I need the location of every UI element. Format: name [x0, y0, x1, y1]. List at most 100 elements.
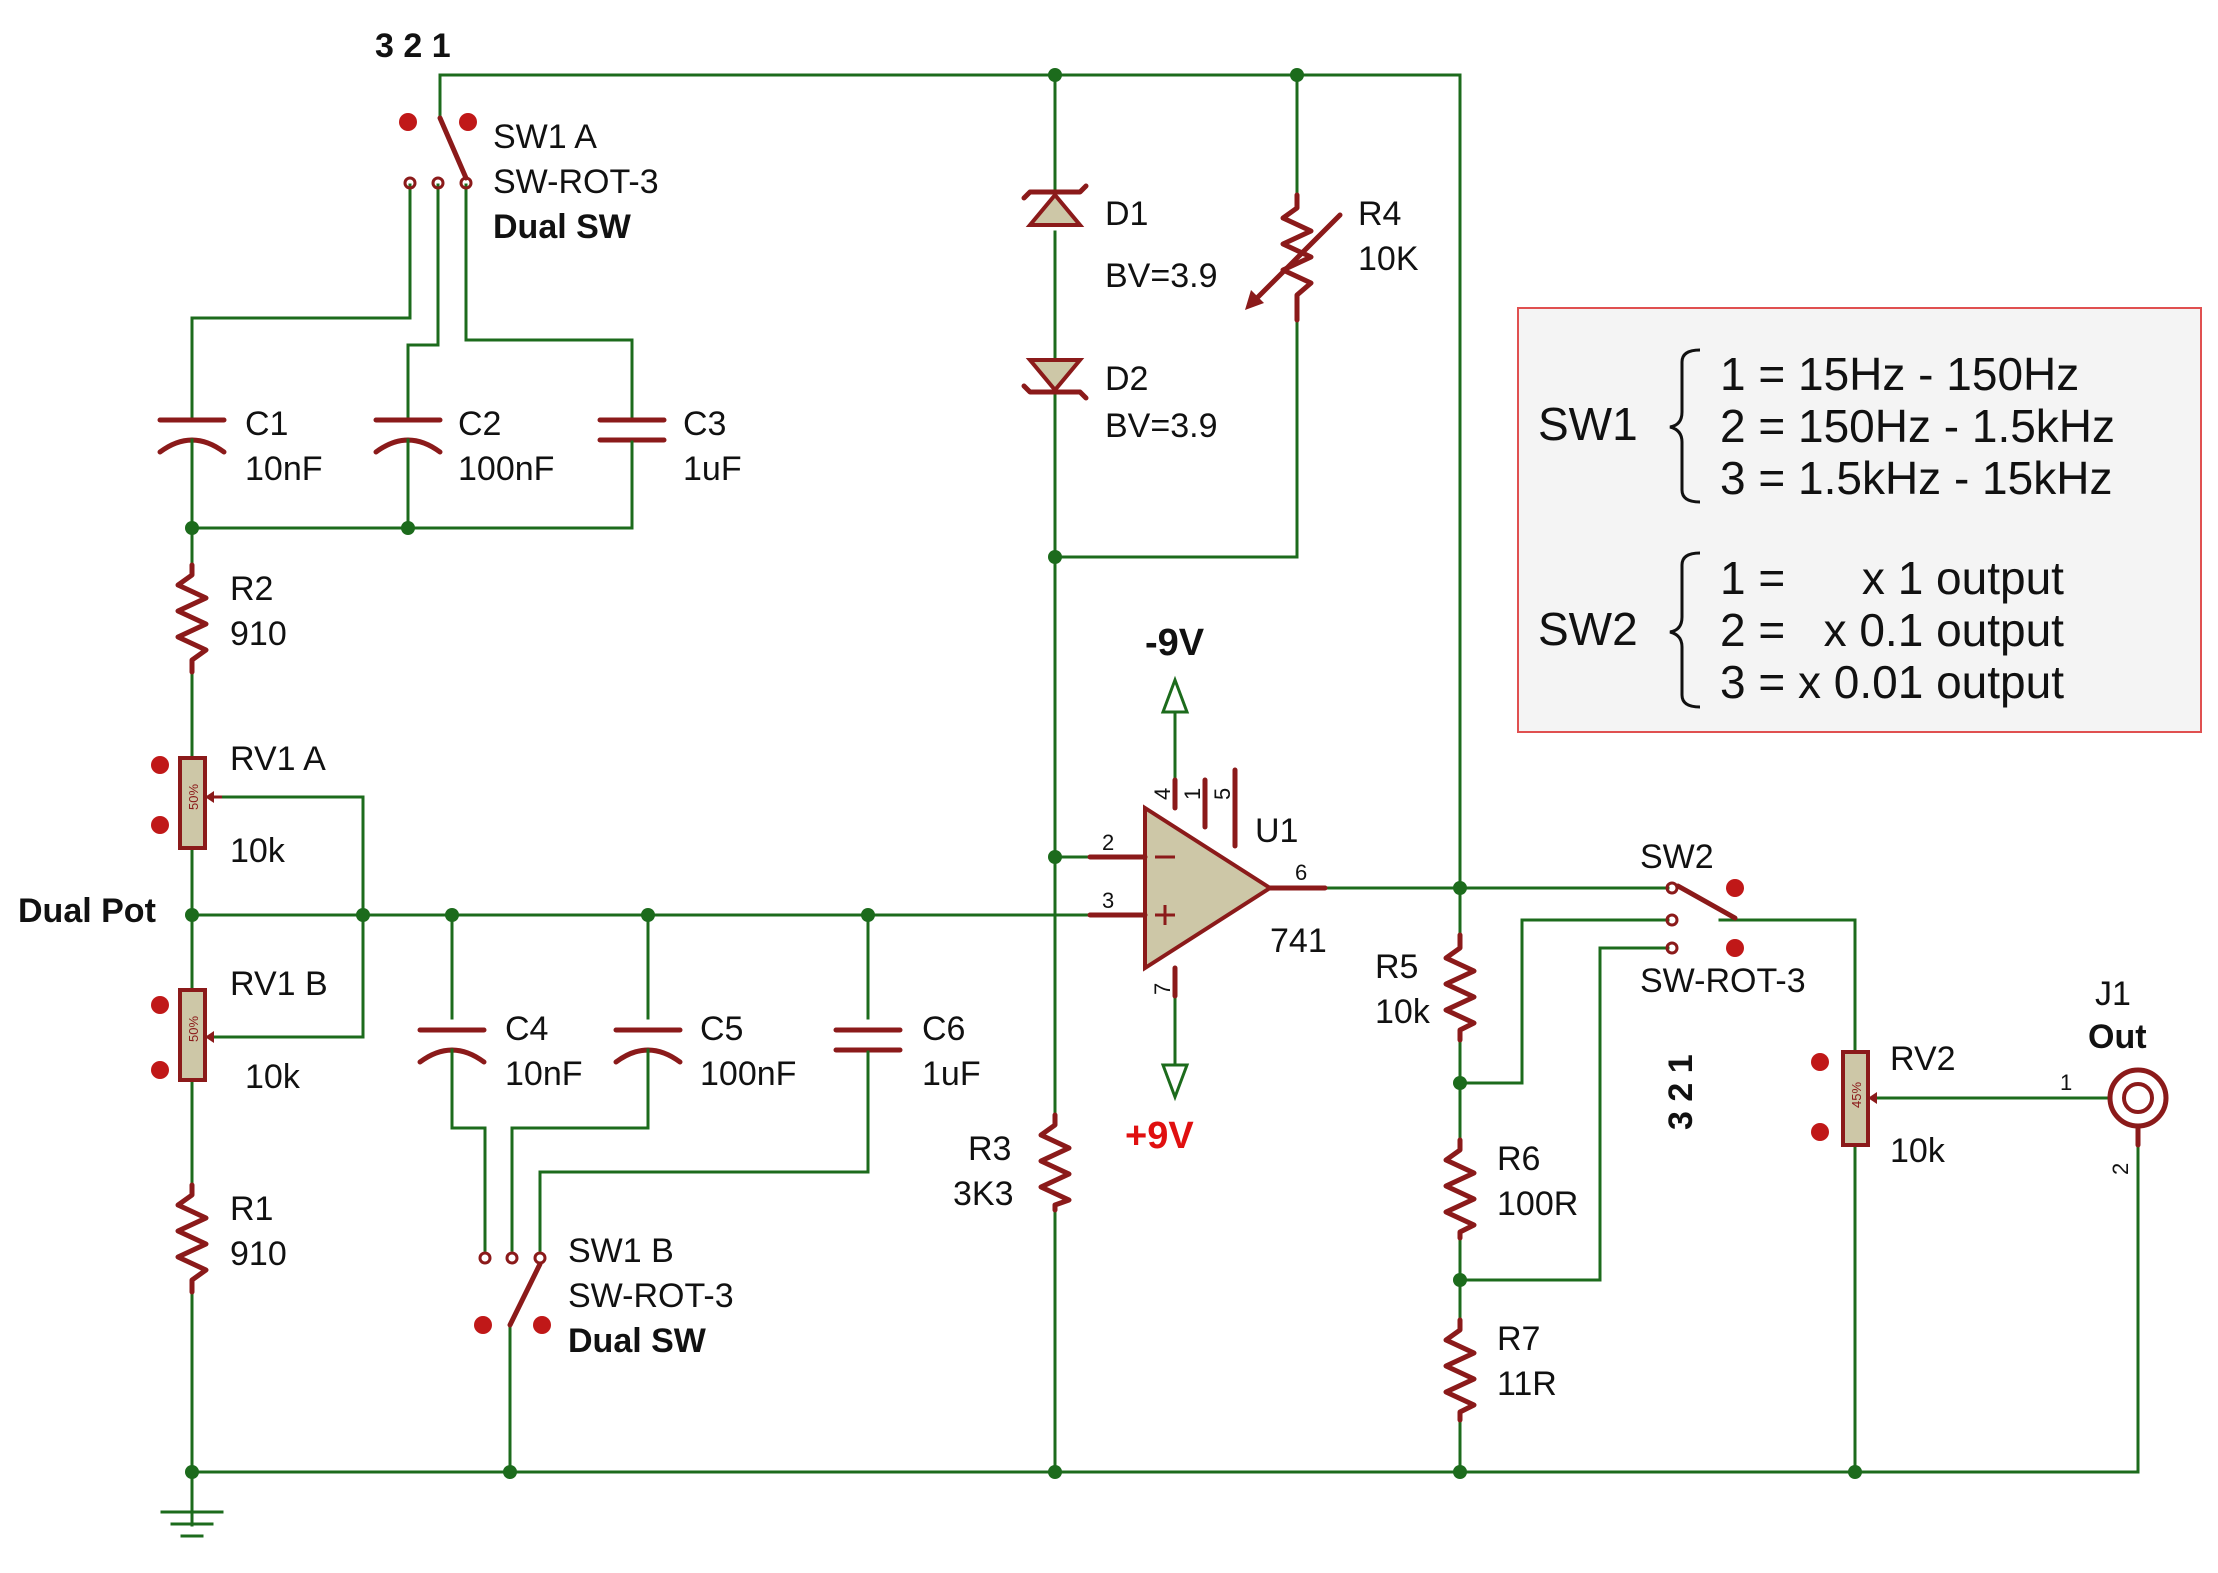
junction — [1848, 1465, 1862, 1479]
junction — [1453, 881, 1467, 895]
r1-resistor — [175, 1182, 209, 1295]
rv1b-pin-marker — [151, 996, 169, 1014]
c5-value: 100nF — [700, 1055, 796, 1093]
u1-pin5: 5 — [1210, 788, 1235, 800]
c2-capacitor — [373, 398, 443, 455]
rv1b-potentiometer[interactable]: 50% — [151, 988, 214, 1082]
sw1a-switch[interactable] — [399, 113, 477, 190]
sw2-position-labels: 3 2 1 — [1662, 1054, 1700, 1130]
r3-value: 3K3 — [953, 1175, 1014, 1213]
junction — [1048, 1465, 1062, 1479]
rv1b-setting: 50% — [186, 1016, 201, 1042]
wire-sw2-p2 — [1458, 918, 1670, 1085]
r3-ref: R3 — [968, 1130, 1011, 1168]
dual-pot-label: Dual Pot — [18, 892, 156, 930]
c5-ref: C5 — [700, 1010, 743, 1048]
wire-sw2-common — [1718, 918, 1857, 1054]
wire-r4-bottom — [1053, 318, 1299, 559]
c1-value: 10nF — [245, 450, 323, 488]
junction — [185, 1465, 199, 1479]
rv1a-value: 10k — [230, 832, 286, 870]
vneg-supply-arrow — [1160, 675, 1190, 714]
u1-pin4: 4 — [1150, 788, 1175, 800]
junction — [185, 521, 199, 535]
rv2-value: 10k — [1890, 1132, 1946, 1170]
d1-value: BV=3.9 — [1105, 257, 1217, 295]
rv2-pin-marker — [1811, 1123, 1829, 1141]
legend-sw1-line: 1 = 15Hz - 150Hz — [1720, 348, 2079, 400]
c3-ref: C3 — [683, 405, 726, 443]
r6-ref: R6 — [1497, 1140, 1540, 1178]
legend-sw2-label: SW2 — [1538, 603, 1638, 655]
sw2-switch[interactable] — [1665, 879, 1744, 957]
r3-resistor — [1038, 1112, 1072, 1213]
sw2-type: SW-ROT-3 — [1640, 962, 1806, 1000]
rv1b-value: 10k — [245, 1058, 301, 1096]
r5-resistor — [1443, 932, 1477, 1043]
wire-sw2-p3 — [1458, 946, 1670, 1282]
rv1b-pin-marker — [151, 1061, 169, 1079]
u1-pin1: 1 — [1180, 788, 1205, 800]
wire-ground-rail — [190, 1143, 2140, 1474]
r1-value: 910 — [230, 1235, 287, 1273]
r6-resistor — [1443, 1137, 1477, 1241]
rv1a-potentiometer[interactable]: 50% — [151, 756, 222, 850]
c1-capacitor — [157, 398, 227, 455]
wire-top-rail — [438, 73, 1462, 887]
r6-value: 100R — [1497, 1185, 1578, 1223]
c6-ref: C6 — [922, 1010, 965, 1048]
u1-opamp — [1087, 767, 1328, 999]
sw1b-switch[interactable] — [474, 1251, 551, 1334]
sw1a-ref: SW1 A — [493, 118, 597, 156]
sw2-pin-marker — [1726, 879, 1744, 897]
d2-zener-diode — [1021, 358, 1089, 401]
junction — [1290, 68, 1304, 82]
junction — [1048, 68, 1062, 82]
supply-pos-label: +9V — [1125, 1115, 1194, 1157]
c4-value: 10nF — [505, 1055, 583, 1093]
junction — [185, 908, 199, 922]
j1-pin2: 2 — [2108, 1163, 2133, 1175]
junctions — [185, 68, 1862, 1479]
legend-sw1-label: SW1 — [1538, 398, 1638, 450]
wire-sw1a-p2 — [406, 183, 440, 402]
rv1a-ref: RV1 A — [230, 740, 326, 778]
rv1b-ref: RV1 B — [230, 965, 328, 1003]
sw1a-pin-marker — [459, 113, 477, 131]
r7-value: 11R — [1497, 1365, 1557, 1403]
r2-value: 910 — [230, 615, 287, 653]
sw2-pin-marker — [1726, 939, 1744, 957]
u1-pin2: 2 — [1102, 830, 1114, 855]
rv2-potentiometer[interactable]: 45% — [1811, 1050, 1877, 1147]
j1-ref: J1 — [2095, 975, 2131, 1013]
r2-ref: R2 — [230, 570, 273, 608]
sw1a-pin-marker — [399, 113, 417, 131]
sw1a-note: Dual SW — [493, 208, 632, 246]
r5-ref: R5 — [1375, 948, 1418, 986]
r1-ref: R1 — [230, 1190, 273, 1228]
legend-sw1-line: 3 = 1.5kHz - 15kHz — [1720, 452, 2112, 504]
r4-ref: R4 — [1358, 195, 1401, 233]
r5-value: 10k — [1375, 993, 1431, 1031]
legend-sw2-line: 2 = x 0.1 output — [1720, 604, 2064, 656]
c3-capacitor — [597, 398, 667, 454]
rv2-ref: RV2 — [1890, 1040, 1956, 1078]
sw1b-ref: SW1 B — [568, 1232, 674, 1270]
c6-capacitor — [833, 1027, 903, 1070]
c2-ref: C2 — [458, 405, 501, 443]
junction — [401, 521, 415, 535]
junction — [1048, 550, 1062, 564]
r4-variable-resistor[interactable] — [1245, 192, 1343, 323]
sw1a-position-labels: 3 2 1 — [375, 27, 451, 65]
ground-symbol — [160, 1510, 224, 1538]
rv1a-pin-marker — [151, 816, 169, 834]
j1-output-jack[interactable] — [2107, 1067, 2169, 1148]
wire-c6-bottom — [538, 1066, 870, 1252]
junction — [445, 908, 459, 922]
junction — [1048, 850, 1062, 864]
wire-sw1a-p1 — [464, 183, 634, 402]
d1-zener-diode — [1021, 183, 1089, 227]
legend-sw2-line: 3 = x 0.01 output — [1720, 656, 2064, 708]
d2-ref: D2 — [1105, 360, 1148, 398]
